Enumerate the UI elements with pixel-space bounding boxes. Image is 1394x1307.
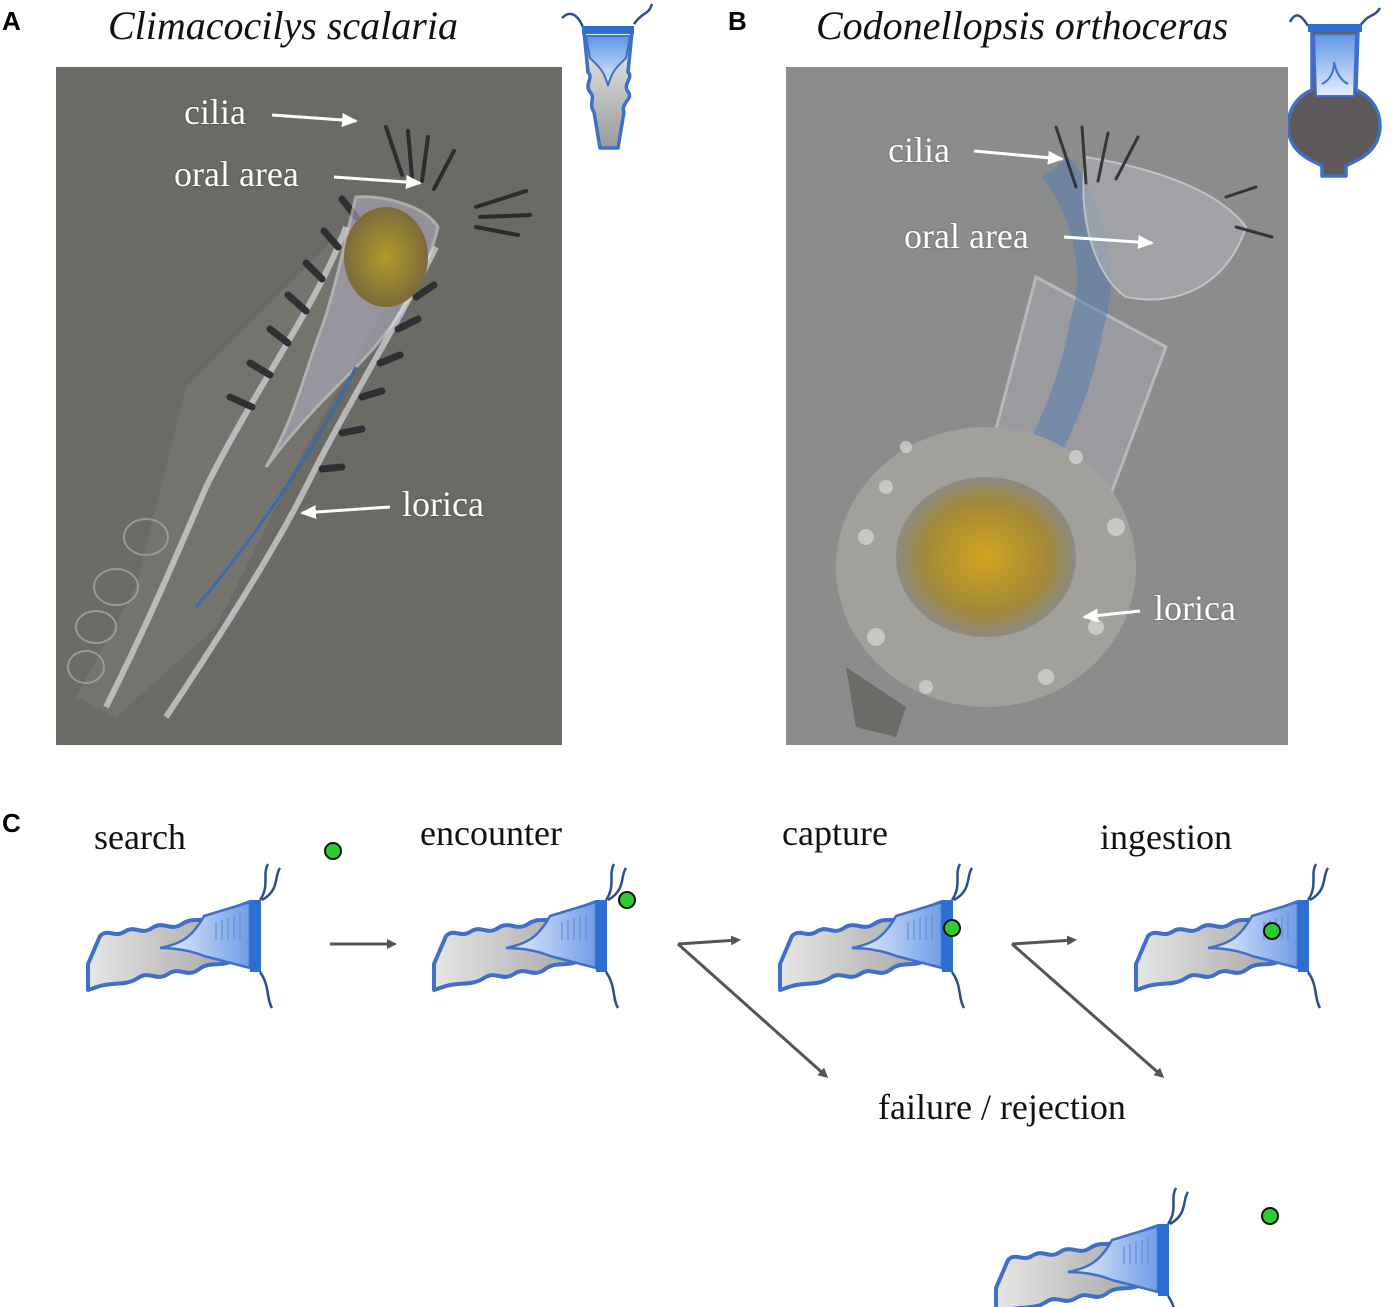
prey-particle-ingestion — [1263, 922, 1281, 940]
prey-particle-capture — [943, 919, 961, 937]
lorica-icon-b — [1286, 7, 1382, 178]
stage-label-encounter: encounter — [420, 813, 562, 853]
stage-label-capture: capture — [782, 813, 888, 853]
label-oral-area-b: oral area — [904, 216, 1029, 256]
label-lorica-a: lorica — [402, 484, 484, 524]
arrow-encounter-to-failure — [677, 942, 829, 1078]
species-title-a: Climacocilys scalaria — [108, 3, 458, 48]
micrograph-codonellopsis: cilia oral area lorica — [786, 67, 1288, 745]
stage-label-search: search — [94, 817, 186, 857]
panel-letter-a: A — [2, 6, 21, 36]
stage-label-failure-rejection: failure / rejection — [878, 1087, 1126, 1127]
cell-icon-failure — [994, 1186, 1190, 1307]
label-oral-area-a: oral area — [174, 154, 299, 194]
cell-icon-ingestion — [1134, 862, 1330, 1010]
species-title-b: Codonellopsis orthoceras — [816, 3, 1229, 48]
panel-letter-c: C — [2, 808, 21, 838]
cell-icon-capture — [778, 862, 974, 1010]
panel-letter-b: B — [728, 6, 747, 36]
label-lorica-b: lorica — [1154, 588, 1236, 628]
stage-label-ingestion: ingestion — [1100, 817, 1232, 857]
arrow-capture-to-ingestion — [1011, 935, 1077, 946]
cell-icon-search — [86, 862, 282, 1010]
arrow-capture-to-failure — [1011, 942, 1165, 1078]
micrograph-climacocilys: cilia oral area lorica — [56, 67, 562, 745]
label-cilia-a: cilia — [184, 92, 246, 132]
prey-particle-search — [324, 842, 342, 860]
cell-icon-encounter — [432, 862, 628, 1010]
label-cilia-b: cilia — [888, 130, 950, 170]
prey-particle-failure — [1261, 1207, 1279, 1225]
lorica-icon-a — [561, 3, 654, 150]
arrow-encounter-to-capture — [677, 935, 741, 946]
prey-particle-encounter — [618, 891, 636, 909]
